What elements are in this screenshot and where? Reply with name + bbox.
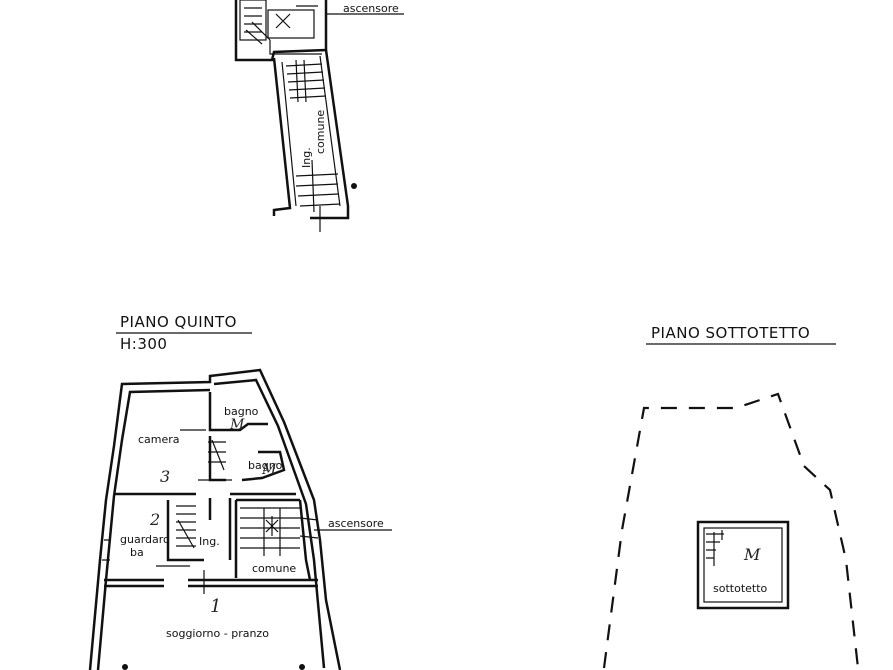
room-number-living: 1 — [210, 596, 221, 617]
room-common-label: comune — [252, 562, 296, 575]
attic-plan: PIANO SOTTOTETTO sottotetto M — [602, 324, 860, 669]
attic-room — [696, 520, 790, 610]
attic-title: PIANO SOTTOTETTO — [651, 324, 810, 342]
attic-room-label: sottotetto — [713, 582, 768, 595]
room-living-label: soggiorno - pranzo — [166, 627, 269, 640]
room-bath-1-label: bagno — [224, 405, 259, 418]
fifth-floor-title: PIANO QUINTO — [120, 313, 237, 331]
svg-text:Ing.: Ing. — [300, 147, 313, 168]
attic-outline — [602, 392, 860, 669]
room-number-bedroom: 3 — [160, 467, 170, 486]
fifth-floor-height: H:300 — [120, 335, 167, 353]
room-bedroom-label: camera — [138, 433, 180, 446]
top-elevator-label: ascensore — [343, 2, 399, 15]
fifth-floor-partitions — [104, 492, 318, 588]
fifth-floor-plan: PIANO QUINTO H:300 camera bagno bagno gu… — [88, 313, 392, 670]
room-elevator-label: ascensore — [328, 517, 384, 530]
room-number-bath-1: M — [229, 417, 245, 433]
fifth-floor-stair — [240, 507, 300, 556]
attic-room-number: M — [743, 545, 761, 564]
top-entrance-label: Ing. comune — [300, 110, 327, 168]
room-entrance-label: Ing. — [199, 535, 220, 548]
room-number-bath-2: M — [261, 462, 277, 478]
top-stair-box — [234, 0, 328, 62]
svg-text:comune: comune — [314, 110, 327, 154]
fifth-floor-outer-walls — [88, 368, 342, 670]
room-wardrobe-label-2: ba — [130, 546, 144, 559]
room-wardrobe-label-1: guardaro — [120, 533, 170, 546]
top-corridor-walls — [272, 49, 350, 220]
room-bath-2-label: bagno — [248, 459, 283, 472]
top-plan: ascensore Ing. comune — [234, 0, 404, 232]
room-number-wardrobe: 2 — [149, 510, 160, 529]
